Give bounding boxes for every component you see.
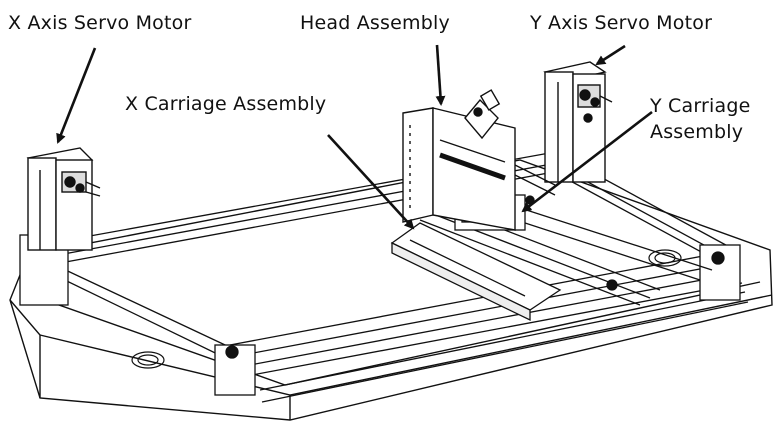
arrow-x-servo <box>56 47 97 144</box>
y-axis-servo-motor-label: Y Axis Servo Motor <box>530 12 713 34</box>
arrow-y-servo <box>595 44 626 66</box>
x-axis-servo-motor-label: X Axis Servo Motor <box>8 12 192 34</box>
arrow-head <box>435 44 446 106</box>
x-carriage-assembly-shape <box>390 222 562 322</box>
y-carriage-assembly-label: Y Carriage Assembly <box>650 93 751 145</box>
head-assembly-shape <box>402 89 516 231</box>
arrow-y-carriage <box>521 110 653 213</box>
y-carriage-label-line1: Y Carriage <box>650 95 751 117</box>
arrow-x-carriage <box>327 134 415 230</box>
x-axis-servo-motor-shape <box>26 147 101 251</box>
leader-arrows <box>56 44 653 230</box>
head-assembly-label: Head Assembly <box>300 12 450 34</box>
base-plate <box>9 159 773 421</box>
y-axis-servo-motor-shape <box>543 61 613 183</box>
y-carriage-label-line2: Assembly <box>650 121 744 143</box>
x-carriage-assembly-label: X Carriage Assembly <box>125 93 327 115</box>
